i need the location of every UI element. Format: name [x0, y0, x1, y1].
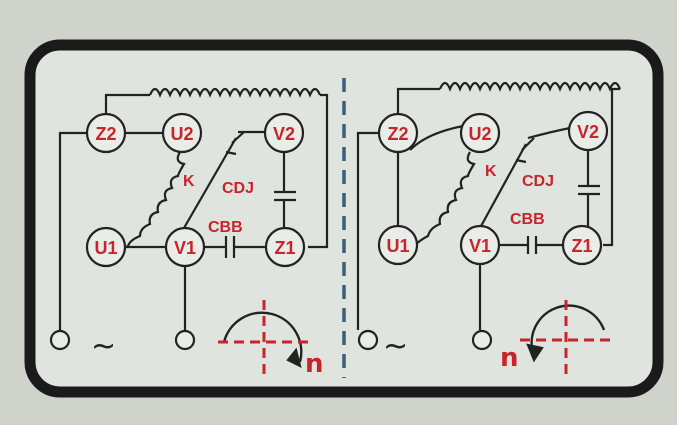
right-panel	[356, 81, 622, 378]
label-cbb-right: CBB	[510, 211, 545, 228]
label-v2: V2	[273, 124, 295, 144]
switch-k-contact-right	[521, 137, 535, 151]
wire-right-down-right	[603, 87, 620, 247]
label-switch-k-right: K	[485, 163, 497, 180]
wire-z2-top	[104, 93, 150, 120]
label-z2-right: Z2	[387, 124, 408, 144]
wire-z2-terminal-right	[356, 131, 380, 330]
ac-symbol-right: ~	[383, 329, 408, 364]
rotation-arc-left	[222, 311, 303, 363]
left-panel	[49, 87, 329, 378]
wire-z2-top-right	[396, 87, 440, 120]
switch-k-tick-right	[515, 158, 527, 164]
terminal-u2	[161, 112, 203, 154]
rotation-arrow-right	[526, 343, 544, 363]
label-z1: Z1	[274, 238, 295, 258]
label-v2-right: V2	[577, 122, 599, 142]
terminal-v1	[164, 226, 206, 268]
label-v1-right: V1	[469, 236, 491, 256]
terminal-z2	[85, 112, 127, 154]
terminal-z1-right	[561, 224, 603, 266]
label-u1-right: U1	[386, 236, 409, 256]
label-cdj-right: CDJ	[522, 173, 554, 190]
switch-k-contact-left	[231, 131, 245, 144]
ac-terminal-1	[49, 329, 71, 351]
terminal-z2-right	[377, 112, 419, 154]
terminal-u1-right	[377, 224, 419, 266]
ac-symbol-left: ~	[91, 329, 116, 364]
coil-top-left	[148, 87, 322, 98]
crosshair-right	[520, 300, 612, 378]
switch-k-tick-left	[225, 150, 237, 156]
label-v1: V1	[174, 238, 196, 258]
wire-z2-terminal	[58, 131, 88, 330]
label-cdj: CDJ	[222, 180, 254, 197]
label-z2: Z2	[95, 124, 116, 144]
wire-k-v2-right	[527, 126, 571, 140]
crosshair-left	[218, 300, 310, 378]
label-u1: U1	[94, 238, 117, 258]
label-u2-right: U2	[468, 124, 491, 144]
coil-top-right	[438, 81, 622, 92]
terminal-v2-right	[567, 110, 609, 152]
terminal-u2-right	[459, 112, 501, 154]
label-switch-k: K	[183, 173, 195, 190]
rotation-arc-right	[530, 304, 606, 357]
label-u2: U2	[170, 124, 193, 144]
coil-u2-u1	[113, 151, 186, 255]
terminal-v2	[263, 112, 305, 154]
rotation-arrow-left	[286, 347, 302, 369]
left-panel-labels: Z2 U2 V2 U1 V1 Z1 K CDJ CBB ~ n	[91, 124, 324, 379]
switch-k-right	[479, 143, 527, 229]
ac-terminal-2	[174, 329, 196, 351]
wire-right-down	[308, 93, 329, 249]
direction-label-left: n	[305, 349, 324, 379]
label-cbb: CBB	[208, 219, 243, 236]
ac-terminal-2-right	[471, 329, 493, 351]
right-panel-labels: Z2 U2 V2 U1 V1 Z1 K CDJ CBB ~ n	[383, 122, 599, 373]
coil-u2-u1-right	[413, 151, 476, 247]
ac-terminal-1-right	[357, 329, 379, 351]
terminal-z1	[264, 226, 306, 268]
label-z1-right: Z1	[571, 236, 592, 256]
terminal-u1	[85, 226, 127, 268]
direction-label-right: n	[500, 343, 519, 373]
terminal-v1-right	[459, 224, 501, 266]
